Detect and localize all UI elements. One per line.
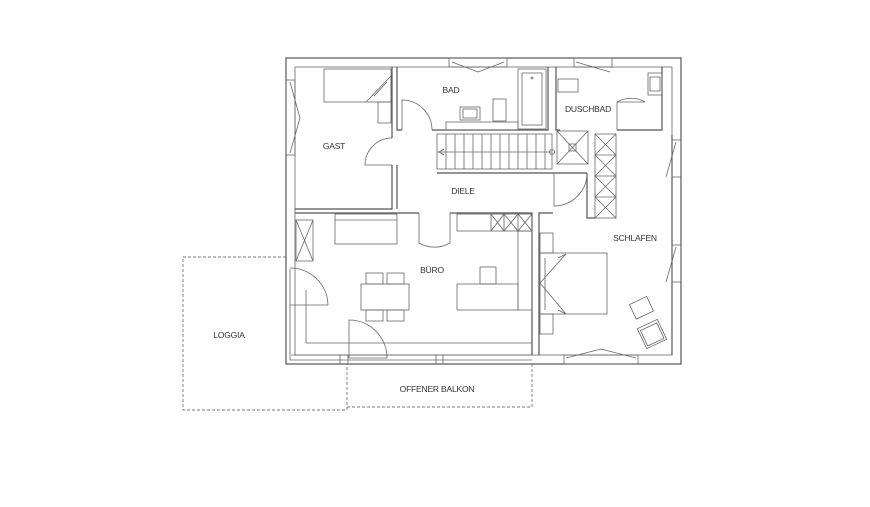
room-label-duschbad: DUSCHBAD — [565, 104, 611, 114]
room-label-diele: DIELE — [451, 186, 475, 196]
room-label-loggia: LOGGIA — [213, 330, 245, 340]
schlafen-bed — [539, 232, 608, 335]
interior-walls — [289, 67, 673, 361]
loggia-area — [182, 256, 348, 411]
gast-bed — [323, 68, 392, 124]
doors — [289, 97, 646, 359]
outer-walls — [285, 57, 682, 365]
wardrobe — [594, 133, 617, 219]
buero-furniture — [334, 213, 533, 322]
room-label-buero: BÜRO — [420, 265, 444, 275]
room-label-offener-balkon: OFFENER BALKON — [400, 384, 475, 394]
room-label-bad: BAD — [443, 85, 460, 95]
room-label-schlafen: SCHLAFEN — [613, 233, 657, 243]
duschbad-fixtures — [556, 72, 663, 165]
room-label-gast: GAST — [323, 141, 345, 151]
staircase — [436, 133, 555, 170]
armchair — [628, 295, 668, 350]
balcony-area — [347, 364, 533, 408]
diele-cabinet — [456, 213, 533, 232]
windows — [285, 57, 682, 365]
bad-fixtures — [445, 68, 547, 131]
